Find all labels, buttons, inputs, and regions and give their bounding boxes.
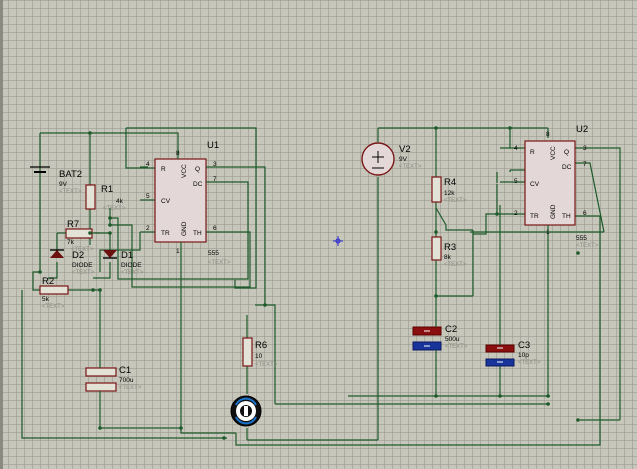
u1-pin-num-3: 3 xyxy=(213,161,217,168)
c3-name: C3 xyxy=(518,340,530,351)
u2-pin-num-6: 6 xyxy=(583,210,587,217)
u1-pin-gnd: GND xyxy=(181,221,188,236)
diode-d2[interactable]: D2 DIODE <TEXT> xyxy=(50,249,95,276)
c2-text: <TEXT> xyxy=(445,344,468,350)
u2-pin-vcc: VCC xyxy=(550,146,557,160)
d1-value: DIODE xyxy=(121,262,142,269)
u2-pin-cv: CV xyxy=(530,181,540,188)
battery-bat2[interactable]: BAT2 9V <TEXT> xyxy=(30,166,82,195)
r6-value: 10 xyxy=(255,353,263,360)
r3-value: 8k xyxy=(444,254,452,261)
d2-text: <TEXT> xyxy=(72,270,95,276)
r6-text: <TEXT> xyxy=(255,362,278,368)
u1-pin-tr: TR xyxy=(161,230,170,237)
u2-text: <TEXT> xyxy=(576,243,599,249)
bat2-name: BAT2 xyxy=(59,169,82,180)
c2-name: C2 xyxy=(445,324,457,335)
u1-pin-th: TH xyxy=(193,230,202,237)
u1-value: 555 xyxy=(208,250,219,257)
u2-pin-gnd: GND xyxy=(550,204,557,219)
c1-name: C1 xyxy=(119,365,131,376)
capacitor-c2[interactable]: C2 500u <TEXT> xyxy=(412,320,468,352)
d2-name: D2 xyxy=(72,250,84,261)
u2-pin-q: Q xyxy=(564,149,569,156)
ic-555-u2[interactable]: U2 555 <TEXT> R VCC Q DC CV TR GND TH 4 … xyxy=(514,124,599,249)
u2-name: U2 xyxy=(576,124,588,135)
r3-name: R3 xyxy=(444,242,456,253)
u2-pin-tr: TR xyxy=(530,213,539,220)
u2-pin-num-8: 8 xyxy=(546,131,550,138)
u1-pin-vcc: VCC xyxy=(181,164,188,178)
v2-value: 9V xyxy=(399,156,408,163)
r2-name: R2 xyxy=(42,276,54,287)
r4-text: <TEXT> xyxy=(444,198,467,204)
u1-pin-num-5: 5 xyxy=(146,193,150,200)
r1-name: R1 xyxy=(101,184,113,195)
u2-pin-num-4: 4 xyxy=(514,145,518,152)
u2-pin-num-7: 7 xyxy=(583,161,587,168)
u1-pin-r: R xyxy=(161,166,166,173)
u2-pin-num-5: 5 xyxy=(514,178,518,185)
c3-text: <TEXT> xyxy=(518,360,541,366)
r7-name: R7 xyxy=(67,219,79,230)
capacitor-c3[interactable]: C3 10p <TEXT> xyxy=(485,338,541,367)
c1-text: <TEXT> xyxy=(119,385,142,391)
d2-value: DIODE xyxy=(72,262,93,269)
u1-pin-cv: CV xyxy=(161,198,171,205)
u1-pin-num-2: 2 xyxy=(146,225,150,232)
d1-text: <TEXT> xyxy=(121,270,144,276)
resistor-r2[interactable]: R2 5k <TEXT> xyxy=(39,276,69,310)
r7-text: <TEXT> xyxy=(71,247,94,253)
r6-name: R6 xyxy=(255,340,267,351)
right-circuit-wires xyxy=(235,127,621,446)
u2-pin-num-3: 3 xyxy=(583,145,587,152)
u2-value: 555 xyxy=(576,235,587,242)
canvas-left-border xyxy=(0,0,3,469)
u1-pin-num-7: 7 xyxy=(213,176,217,183)
junction-dots xyxy=(38,126,580,440)
ic-555-u1[interactable]: U1 555 <TEXT> R VCC Q DC CV TR GND TH 4 … xyxy=(146,140,235,266)
u1-pin-num-6: 6 xyxy=(213,225,217,232)
u2-pin-dc: DC xyxy=(562,164,572,171)
u1-pin-q: Q xyxy=(195,166,200,173)
r1-value: 4k xyxy=(116,198,124,205)
voltage-source-v2[interactable]: V2 9V <TEXT> xyxy=(361,142,422,176)
bat2-value: 9V xyxy=(59,181,68,188)
r4-value: 12k xyxy=(444,190,455,197)
resistor-r1[interactable]: R1 4k <TEXT> xyxy=(85,184,126,212)
r4-name: R4 xyxy=(444,177,456,188)
u1-pin-dc: DC xyxy=(193,181,203,188)
resistor-r7[interactable]: R7 7k <TEXT> xyxy=(57,219,100,253)
origin-marker xyxy=(333,236,343,246)
resistor-r3[interactable]: R3 8k <TEXT> xyxy=(431,236,467,268)
r3-text: <TEXT> xyxy=(444,262,467,268)
resistor-r4[interactable]: R4 12k <TEXT> xyxy=(431,176,467,204)
diode-d1[interactable]: D1 DIODE <TEXT> xyxy=(103,250,144,276)
v2-text: <TEXT> xyxy=(399,164,422,170)
capacitor-c1[interactable]: C1 700u <TEXT> xyxy=(85,362,142,395)
u2-pin-num-1: 1 xyxy=(546,229,550,236)
motor[interactable] xyxy=(230,395,262,427)
r1-text: <TEXT> xyxy=(103,206,126,212)
u2-pin-num-2: 2 xyxy=(514,210,518,217)
u1-name: U1 xyxy=(207,140,219,151)
u2-pin-th: TH xyxy=(562,213,571,220)
r2-value: 5k xyxy=(42,296,50,303)
u1-pin-num-8: 8 xyxy=(176,150,180,157)
u1-text: <TEXT> xyxy=(208,260,231,266)
u1-pin-num-1: 1 xyxy=(176,248,180,255)
c2-value: 500u xyxy=(445,336,460,343)
u1-pin-num-4: 4 xyxy=(146,161,150,168)
v2-name: V2 xyxy=(399,144,411,155)
r2-text: <TEXT> xyxy=(42,304,65,310)
d1-name: D1 xyxy=(121,250,133,261)
resistor-r6[interactable]: R6 10 <TEXT> xyxy=(242,337,278,368)
bat2-text: <TEXT> xyxy=(59,189,82,195)
r7-value: 7k xyxy=(67,239,75,246)
c1-value: 700u xyxy=(119,377,134,384)
c3-value: 10p xyxy=(518,352,529,359)
u2-pin-r: R xyxy=(530,149,535,156)
